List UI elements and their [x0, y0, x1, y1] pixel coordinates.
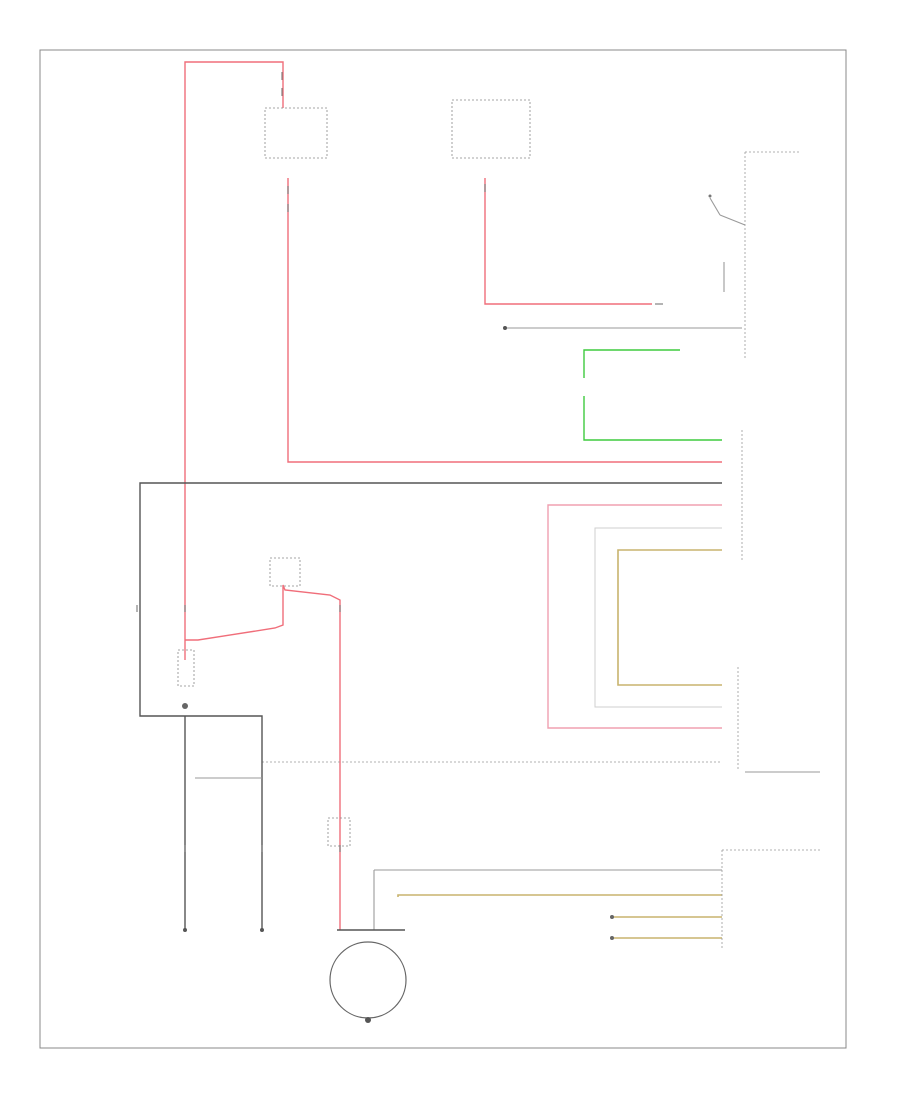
generator-field-wire: [373, 869, 722, 930]
starter-relay-box: [269, 557, 301, 587]
bcm-ground-wire: [139, 482, 722, 717]
ipc-ground-icon: [503, 326, 507, 330]
generator-fuse-icon: [327, 817, 351, 847]
green-wire-lower: [583, 396, 722, 441]
current-sensor-supply-wire: [547, 504, 722, 729]
connector-ticks: [136, 72, 663, 852]
generator-output-wire: [185, 584, 341, 930]
current-sensor-signal-wire: [594, 527, 722, 708]
engine-ground-cable: [185, 715, 263, 930]
lin-bus-wire: [617, 549, 722, 686]
battery-negative-post: [182, 703, 188, 709]
ecm-outline: [721, 849, 820, 950]
diagram-frame: [39, 49, 847, 1049]
battery-feed-wire: [184, 61, 284, 600]
instrument-cluster-outline: [744, 151, 800, 360]
ecm-pin-dots: [610, 915, 614, 940]
ipc-switch-contact: [708, 194, 712, 198]
generator-case-ground: [365, 1017, 371, 1023]
ground-left-icon: [183, 928, 187, 932]
generator-l-terminal-wire: [397, 894, 722, 897]
green-wire-upper: [583, 349, 680, 378]
battery-icon: [177, 649, 195, 687]
battery-positive-voltage-wire: [287, 178, 722, 463]
ground-right-icon: [260, 928, 264, 932]
ipc-switch-icon: [709, 197, 746, 226]
ipc-fuse-feed-wire: [484, 178, 652, 305]
